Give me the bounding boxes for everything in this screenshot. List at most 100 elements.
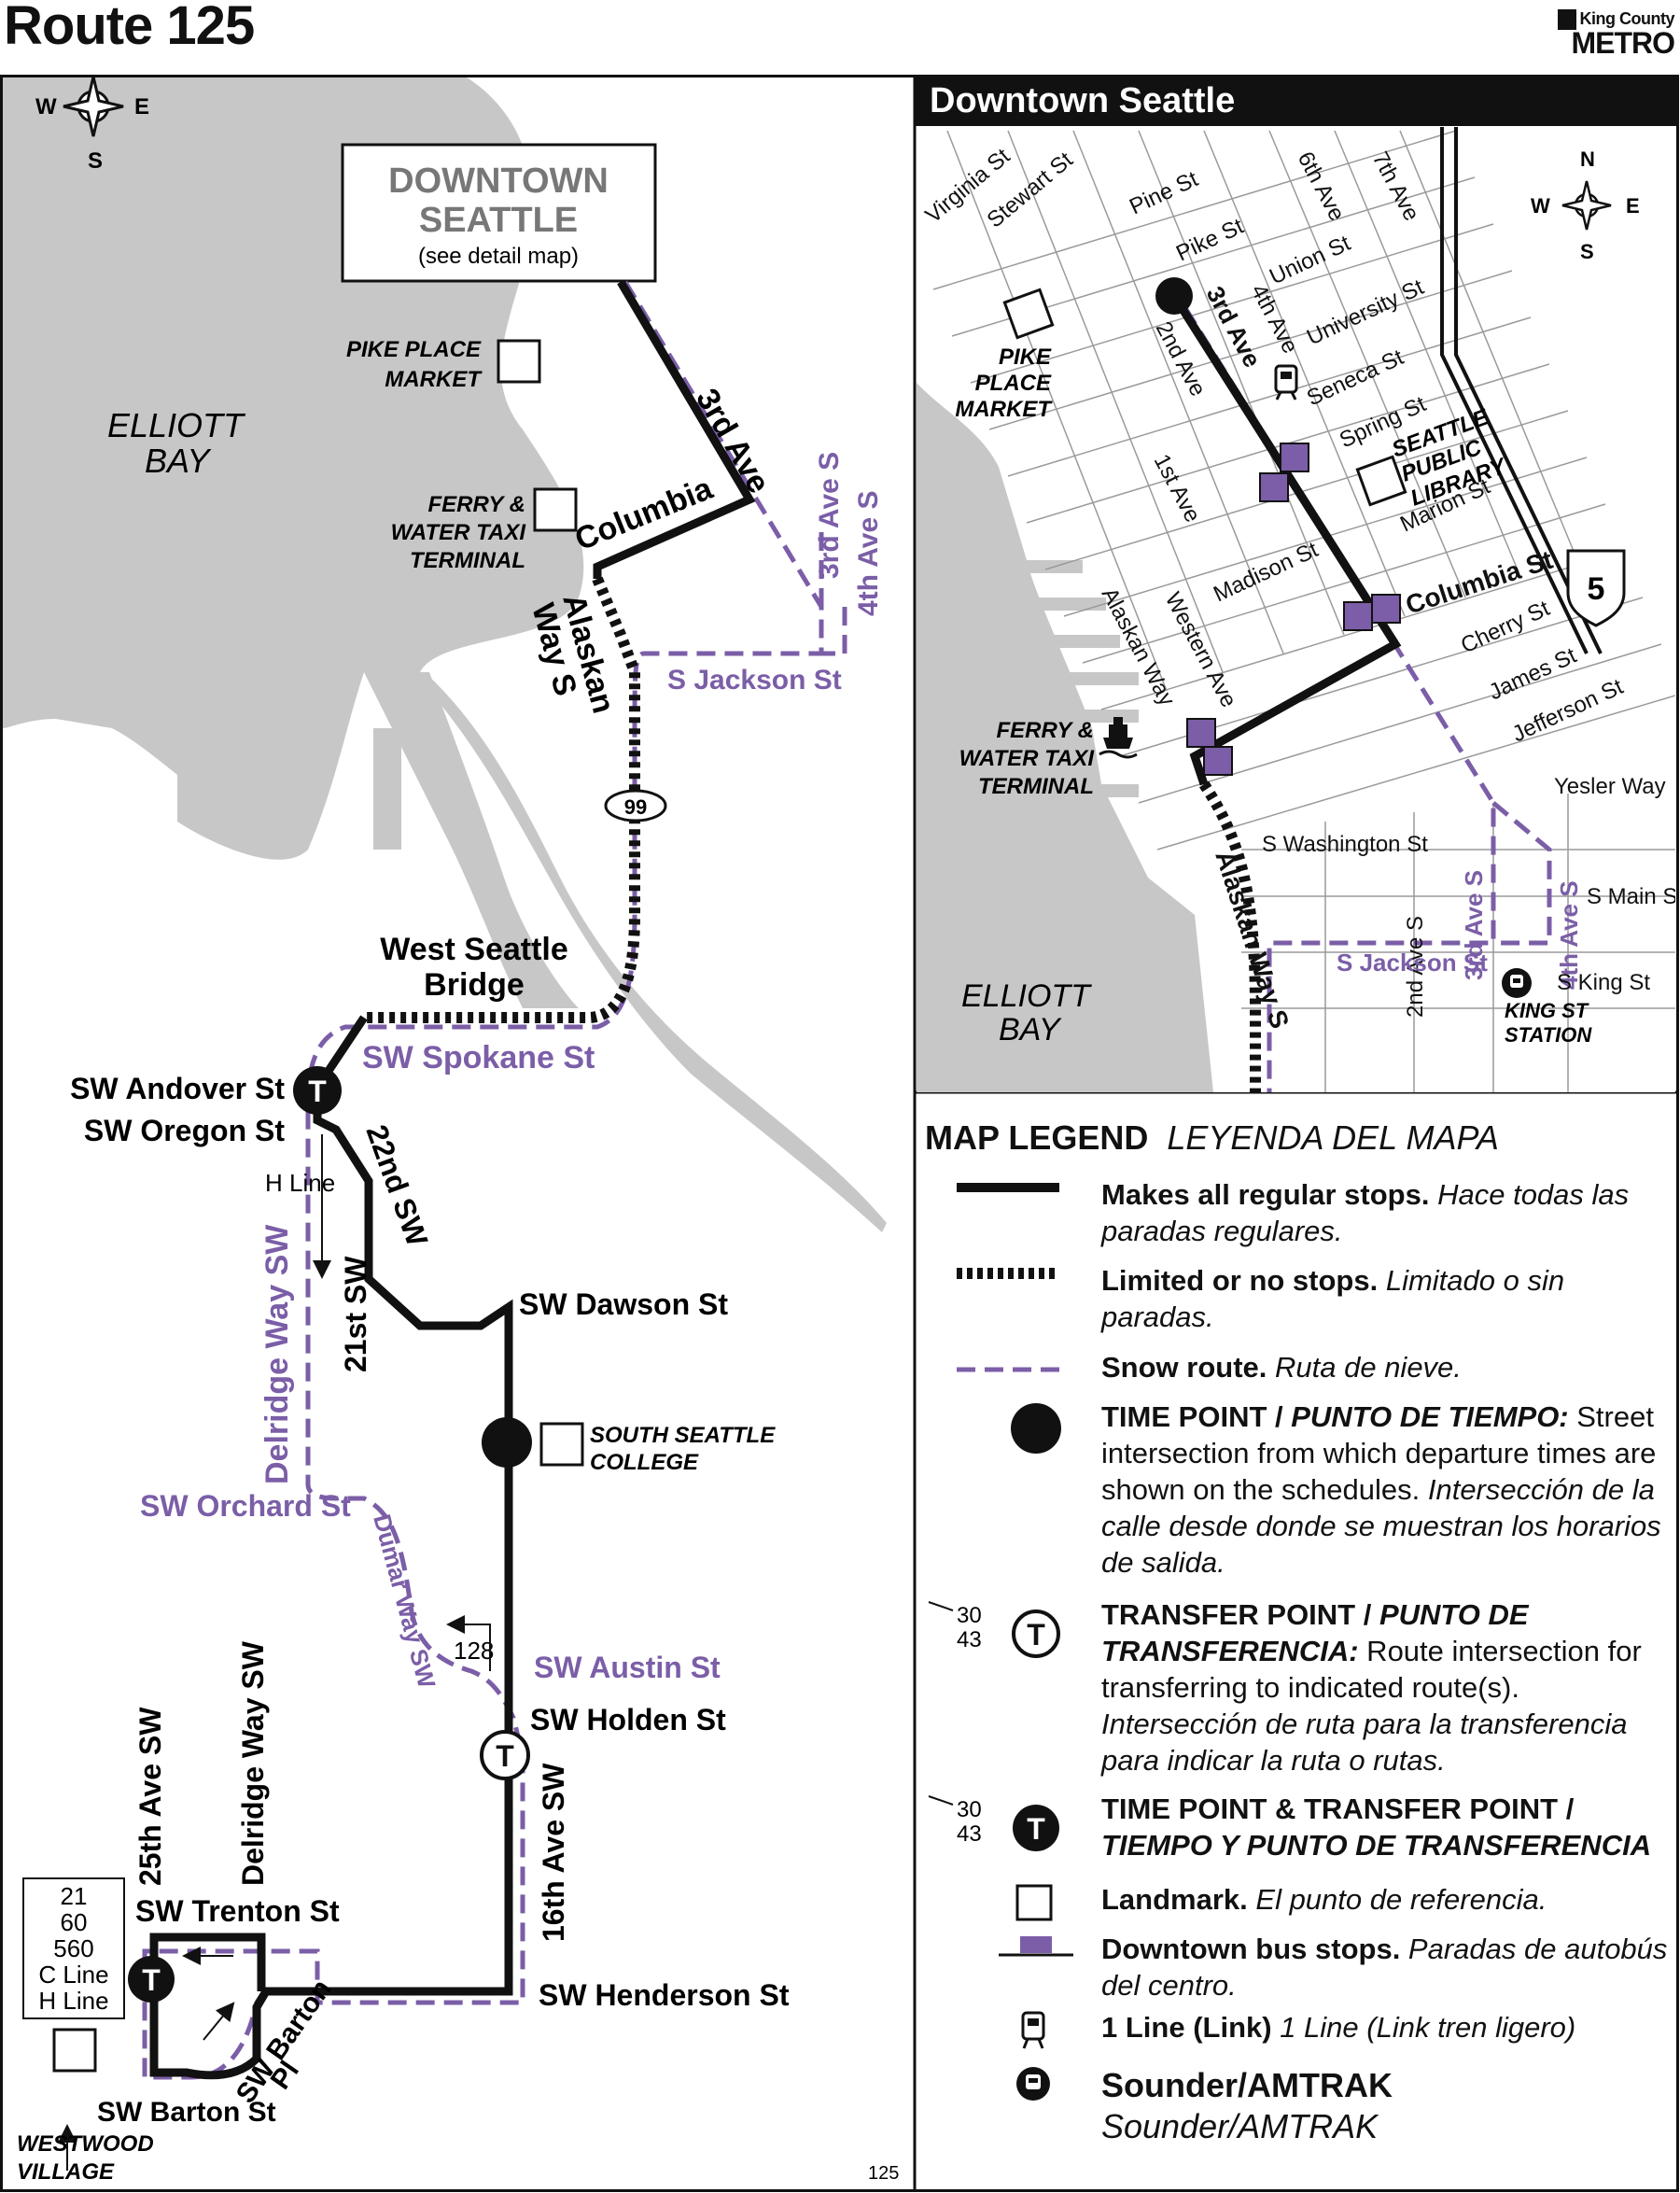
label-h-line: H Line: [265, 1169, 335, 1197]
link-light-rail-icon: [1021, 2011, 1045, 2049]
ferry-label-3: TERMINAL: [410, 548, 525, 573]
legend-transfer-route: 30: [957, 1797, 982, 1822]
pike-place-label-3: MARKET: [955, 397, 1053, 422]
label-sw-barton-st: SW Barton St: [97, 2097, 276, 2128]
downtown-title-bar: [916, 77, 1676, 126]
compass-s: S: [88, 148, 103, 174]
snow-route-line: [1491, 801, 1552, 946]
limited-route-line: [1199, 780, 1261, 1092]
label-21st-sw: 21st SW: [339, 1256, 372, 1372]
label-25th-ave-sw: 25th Ave SW: [133, 1707, 167, 1886]
ferry-label-2: WATER TAXI: [959, 746, 1096, 771]
svg-text:T: T: [308, 1075, 327, 1108]
hwy-99-shield: [604, 789, 667, 822]
compass-s: S: [1580, 240, 1594, 263]
label-west-seattle-bridge-2: Bridge: [424, 967, 525, 1003]
legend-transfer-route: 43: [957, 1627, 982, 1652]
pike-place-label-2: MARKET: [385, 367, 483, 392]
downtown-bus-stop-icon: [1020, 1936, 1052, 1953]
label-sw-orchard: SW Orchard St: [140, 1489, 351, 1523]
transfer-route: C Line: [38, 1961, 108, 1989]
downtown-water: [917, 383, 1213, 1092]
label-sw-austin: SW Austin St: [534, 1651, 721, 1684]
compass-e: E: [134, 94, 149, 119]
landmark-icon: [533, 487, 578, 532]
legend-text: Sounder/AMTRAK: [1101, 2066, 1393, 2104]
street-label: Yesler Way: [1554, 774, 1666, 799]
label-dumar-way-sw: Dumar Way SW: [368, 1511, 441, 1692]
time-point-icon[interactable]: [482, 1417, 532, 1468]
street-label: 3rd Ave S: [1460, 870, 1488, 980]
time-point-icon[interactable]: [1155, 277, 1193, 315]
elliott-bay-label: ELLIOTT: [961, 978, 1092, 1014]
label-sw-oregon: SW Oregon St: [84, 1114, 285, 1147]
water-west-duwamish: [425, 672, 887, 1232]
legend-desc: Street intersection from which departure…: [1101, 1400, 1657, 1506]
street-label: 2nd Ave S: [1403, 916, 1428, 1018]
downtown-title: Downtown Seattle: [930, 81, 1235, 120]
page-title: Route 125: [4, 0, 255, 56]
legend-text-es: Intersección de ruta para la transferenc…: [1101, 1708, 1628, 1777]
westwood-village-label-2: VILLAGE: [17, 2159, 115, 2185]
transfer-route: H Line: [38, 1987, 108, 2015]
svg-text:T: T: [1027, 1618, 1045, 1652]
label-sw-holden: SW Holden St: [530, 1703, 726, 1736]
time-transfer-point-icon[interactable]: T: [293, 1066, 342, 1115]
arrow-icon: [203, 2002, 235, 2041]
arrow-icon: [928, 1795, 954, 1806]
legend-title: MAP LEGEND LEYENDA DEL MAPA: [925, 1118, 1499, 1158]
agency-logo: King County METRO: [1557, 9, 1675, 58]
time-transfer-point-icon[interactable]: T: [128, 1956, 175, 2003]
svg-text:T: T: [496, 1739, 514, 1773]
street-label: S King St: [1557, 970, 1650, 995]
legend-title-es: LEYENDA DEL MAPA: [1167, 1118, 1499, 1157]
label-west-seattle-bridge: West Seattle: [380, 932, 568, 967]
label-route-128: 128: [454, 1637, 494, 1665]
legend-title-en: MAP LEGEND: [925, 1118, 1149, 1157]
ferry-label: FERRY &: [428, 492, 525, 517]
downtown-bus-stop[interactable]: [1186, 443, 1401, 776]
downtown-box-line2: SEATTLE: [419, 201, 578, 240]
label-sw-dawson: SW Dawson St: [519, 1287, 728, 1321]
legend-text: Makes all regular stops.: [1101, 1178, 1430, 1211]
link-light-rail-icon: [1274, 364, 1298, 401]
transfer-route: 60: [61, 1908, 88, 1936]
elliott-bay-label-2: BAY: [999, 1012, 1062, 1047]
water-harbor-island: [364, 672, 579, 1008]
pike-place-label: PIKE: [999, 344, 1052, 370]
regular-route-line: [593, 279, 756, 579]
i5-freeway: [1440, 127, 1589, 654]
landmark-icon: [1002, 288, 1055, 340]
water-channel: [373, 728, 401, 850]
limited-route-line: [364, 576, 640, 1023]
south-seattle-college-label: SOUTH SEATTLE: [590, 1423, 776, 1448]
i5-label: 5: [1588, 571, 1605, 607]
label-4th-ave-s: 4th Ave S: [853, 491, 884, 617]
transfer-routes-box: [22, 1877, 125, 2019]
king-st-station-label-2: STATION: [1505, 1023, 1592, 1047]
label-s-jackson: S Jackson St: [667, 665, 842, 696]
svg-text:T: T: [1027, 1812, 1045, 1846]
landmark-icon: [539, 1422, 584, 1467]
downtown-map-area: 5 N S W E PIKE PLACE MARKET: [917, 127, 1675, 1092]
king-st-station-label: KING ST: [1505, 999, 1589, 1022]
regular-route-south: [149, 1015, 513, 2080]
i5-freeway: [1454, 127, 1603, 654]
label-sw-trenton: SW Trenton St: [135, 1894, 340, 1928]
crown-icon: [1557, 9, 1576, 31]
landmark-icon: [52, 2028, 97, 2073]
label-sw-andover: SW Andover St: [70, 1072, 285, 1105]
legend-text-es: TIEMPO Y PUNTO DE TRANSFERENCIA: [1101, 1829, 1652, 1862]
main-map-area: N S W E ELLIOTT BAY DOWNTOWN SEATTLE (se…: [3, 77, 899, 2185]
ferry-label-2: WATER TAXI: [391, 520, 527, 545]
transfer-point-icon[interactable]: T: [480, 1730, 530, 1780]
downtown-box[interactable]: [341, 143, 657, 283]
compass-w: W: [35, 94, 57, 119]
legend-text: Landmark.: [1101, 1883, 1248, 1916]
hwy-99-label: 99: [624, 795, 647, 819]
sounder-amtrak-icon: [1502, 968, 1532, 998]
i5-shield: [1566, 549, 1626, 627]
legend-text-es: Hace todas las paradas regulares.: [1101, 1178, 1630, 1247]
legend-text-es: Sounder/AMTRAK: [1101, 2107, 1379, 2145]
sounder-amtrak-icon: [1016, 2067, 1050, 2101]
